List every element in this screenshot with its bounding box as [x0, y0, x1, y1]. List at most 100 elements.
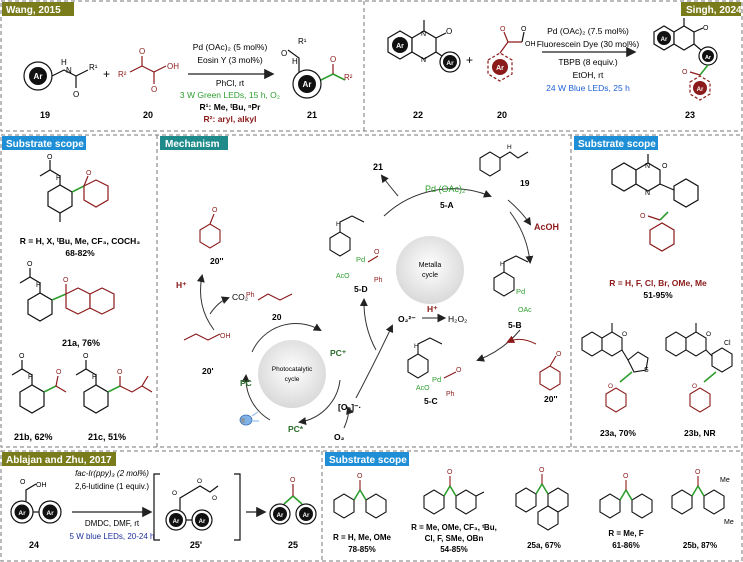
ar-label-22b: Ar: [446, 60, 454, 67]
o-25p-b: O: [197, 478, 202, 485]
nh-5b: H: [500, 261, 505, 268]
label-20b: 20: [497, 110, 507, 120]
n-r1: N: [645, 163, 650, 170]
r2-21: R²: [344, 73, 353, 82]
peroxide-dianion: O₂²⁻: [398, 314, 416, 324]
o-23b-r: O: [706, 331, 711, 338]
nh-21b: H: [28, 374, 33, 381]
nh-5d: H: [336, 221, 341, 228]
o-left1: O: [47, 154, 53, 161]
label-21: 21: [307, 110, 317, 120]
singh-reaction: Ar N N O Ar 22 + Ar O O OH 20 Pd (OAc)₂ …: [387, 18, 718, 120]
o-25p-c: O: [212, 495, 217, 502]
ablajan-cond-2: 2,6-lutidine (1 equiv.): [75, 482, 149, 491]
o-5c: O: [456, 367, 462, 374]
pc-star: PC*: [288, 424, 304, 434]
label-19: 19: [40, 110, 50, 120]
o-21: O: [281, 49, 287, 58]
me-s5b: Me: [724, 519, 734, 526]
n-r2: N: [645, 190, 650, 197]
caption-21a: 21a, 76%: [62, 338, 100, 348]
o-25p-a: O: [172, 490, 177, 497]
oh-24: OH: [36, 482, 47, 489]
n-19: N: [66, 66, 72, 75]
ar-label-20b: Ar: [496, 65, 504, 72]
substrate-scope-left: H O O R = H, X, ᵗBu, Me, CF₃, COCH₃ R = …: [11, 154, 153, 442]
oac-5b: OAc: [518, 307, 532, 314]
oxygen: O₂: [334, 432, 345, 442]
scope-c2-yield: 54-85%: [440, 545, 468, 554]
oh-20b: OH: [525, 41, 536, 48]
wang-reaction: Ar H N O R¹ 19 + R² O O OH 20 Pd (OAc)₂ …: [23, 37, 353, 124]
label-25p: 25': [190, 540, 202, 550]
nh-21: H: [292, 57, 298, 66]
caption-23b: 23b, NR: [684, 428, 716, 438]
wang-cond-4: 3 W Green LEDs, 15 h, O₂: [180, 90, 280, 100]
o-23: O: [703, 25, 709, 32]
scope-c1-r: R = H, Me, OMe: [333, 533, 392, 542]
tag-singh: Singh, 2024: [686, 5, 742, 16]
pc-plus: PC⁺: [330, 348, 347, 358]
o-s4: O: [623, 473, 629, 480]
o-s2: O: [447, 469, 453, 476]
scope-c4-r: R = Me, F: [608, 529, 643, 538]
o-21b: O: [330, 55, 336, 64]
acoh: AcOH: [534, 222, 559, 232]
amide-bonds-19: [51, 69, 89, 77]
scope-left-r: R = H, X, ᵗBu, Me, CF₃, COCH₃: [20, 236, 141, 246]
tag-substrate-left-bg: [2, 136, 86, 150]
o-20b: O: [151, 85, 157, 94]
o-20c: O: [500, 26, 506, 33]
scope-c3: 25a, 67%: [527, 541, 561, 550]
photo-label-1: Photocatalytic: [272, 366, 313, 373]
mech-20: 20: [272, 312, 282, 322]
mech-19: 19: [520, 178, 530, 188]
caption-23a: 23a, 70%: [600, 428, 636, 438]
oh-20: OH: [167, 62, 179, 71]
plus-2: +: [466, 53, 473, 67]
o-r2: O: [640, 213, 646, 220]
substrate-scope-bottom: O R¹ R = H, Me, OMe 78-85% O R = Me, OMe…: [333, 467, 734, 554]
ar-label-19: Ar: [34, 72, 43, 81]
scope-right-yield: 51-95%: [643, 290, 673, 300]
o-23b: O: [682, 69, 688, 76]
o-5d: O: [374, 249, 380, 256]
tag-substrate-left: Substrate scope: [6, 139, 84, 150]
scope-c5: 25b, 87%: [683, 541, 717, 550]
ph-20mid: Ph: [246, 292, 255, 299]
ar-badge-19: [29, 67, 47, 85]
label-24: 24: [29, 540, 39, 550]
ar-label-25b: Ar: [303, 513, 310, 519]
o-20pp-left: O: [212, 207, 218, 214]
o-22: O: [446, 27, 452, 36]
aco-5d: AcO: [336, 273, 350, 280]
scope-c4-yield: 61-86%: [612, 541, 640, 550]
metalla-label-2: cycle: [422, 272, 438, 279]
o-24: O: [20, 479, 26, 486]
caption-21b: 21b, 62%: [14, 432, 53, 442]
label-5a: 5-A: [440, 200, 454, 210]
o-20pp-right: O: [556, 351, 562, 358]
tag-wang: Wang, 2015: [6, 5, 61, 16]
r1-21: R¹: [298, 37, 307, 46]
pd-5c: Pd: [432, 375, 441, 384]
nh-21c: H: [92, 374, 97, 381]
scope-c2-subst: Cl, F, SMe, OBn: [425, 534, 484, 543]
o-21c: O: [83, 353, 89, 360]
o-r1: O: [662, 163, 668, 170]
nh-mech19: H: [507, 144, 512, 151]
tag-ablajan: Ablajan and Zhu, 2017: [6, 455, 112, 466]
scope-c2-r: R = Me, OMe, CF₃, ᵗBu,: [411, 523, 497, 532]
middle-panel-border: [0, 134, 743, 448]
ablajan-cond-1: fac-Ir(ppy)₃ (2 mol%): [75, 469, 149, 478]
co2: CO₂: [232, 292, 248, 302]
mech-20p: 20': [202, 366, 213, 376]
o-s3: O: [539, 467, 545, 474]
n-22b: N: [421, 57, 426, 64]
scope-left-yield: 68-82%: [65, 248, 95, 258]
label-20: 20: [143, 110, 153, 120]
tag-mechanism: Mechanism: [165, 139, 220, 150]
pc: PC: [240, 378, 252, 388]
o-23a: O: [622, 331, 627, 338]
ph-5c: Ph: [446, 391, 455, 398]
